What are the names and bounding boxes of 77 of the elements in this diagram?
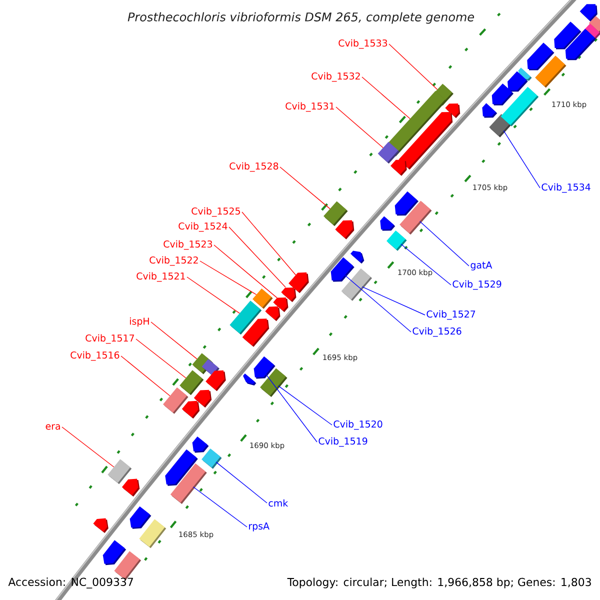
leader-line xyxy=(62,426,114,468)
leader-line xyxy=(192,486,248,528)
gene-label: cmk xyxy=(268,499,288,507)
gene-feature xyxy=(482,103,498,118)
leader-line xyxy=(280,166,330,210)
gene-label: Cvib_1525 xyxy=(192,207,240,217)
gene-feature xyxy=(508,71,528,92)
gene-feature xyxy=(102,540,126,566)
gene-feature xyxy=(492,84,514,106)
leader-line xyxy=(388,44,438,90)
gene-feature xyxy=(380,216,396,231)
gene-label: era xyxy=(46,424,60,430)
gene-label: Cvib_1517 xyxy=(86,334,134,344)
leader-line xyxy=(214,244,278,298)
gene-label: Cvib_1520 xyxy=(334,420,382,430)
leader-line xyxy=(242,212,296,276)
gene-feature xyxy=(565,28,596,60)
gene-feature xyxy=(378,142,400,164)
gene-feature xyxy=(390,160,407,176)
leader-line xyxy=(200,260,257,295)
gene-label: Cvib_1531 xyxy=(286,102,334,112)
gene-feature xyxy=(398,112,453,170)
gene-feature xyxy=(335,220,354,240)
gene-feature xyxy=(202,448,222,469)
leader-line xyxy=(362,286,426,316)
gene-label: Cvib_1526 xyxy=(412,327,462,337)
gene-feature xyxy=(254,356,276,379)
gene-feature xyxy=(535,56,566,88)
leader-line xyxy=(136,338,186,378)
gene-feature xyxy=(130,506,152,529)
gene-feature xyxy=(265,306,280,322)
gene-label: ispH xyxy=(130,317,149,327)
footer-text: Topology: circular; Length: 1,966,858 bp; Genes: 1,803 xyxy=(287,578,591,588)
leader-line xyxy=(400,244,452,286)
gene-label: Cvib_1521 xyxy=(136,272,185,282)
gene-feature xyxy=(386,230,407,251)
leader-line xyxy=(336,106,384,148)
gene-feature xyxy=(242,318,270,347)
gene-feature xyxy=(192,436,209,453)
gene-feature xyxy=(580,4,598,22)
leader-line xyxy=(266,374,318,442)
gene-feature xyxy=(394,191,418,216)
gene-label: Cvib_1516 xyxy=(70,351,120,361)
gene-feature xyxy=(122,478,140,497)
gene-label: Cvib_1529 xyxy=(452,280,502,290)
leader-line xyxy=(120,356,170,396)
gene-feature xyxy=(182,400,200,419)
leader-line xyxy=(216,462,268,504)
gene-feature xyxy=(108,459,132,484)
gene-label: Cvib_1534 xyxy=(542,183,590,193)
leader-line xyxy=(419,221,470,266)
gene-label: Cvib_1523 xyxy=(164,240,212,250)
gene-feature xyxy=(243,374,256,386)
leader-line xyxy=(150,322,198,360)
gene-feature xyxy=(93,518,108,534)
gene-label: Cvib_1532 xyxy=(312,72,360,82)
leader-line xyxy=(228,226,286,288)
gene-label: Cvib_1524 xyxy=(178,222,228,232)
gene-label: rpsA xyxy=(249,522,270,532)
leader-line xyxy=(278,385,332,426)
gene-feature xyxy=(139,519,166,548)
gene-label: Cvib_1519 xyxy=(318,437,368,447)
gene-feature xyxy=(350,250,364,264)
leader-line xyxy=(186,276,240,314)
gene-label: Cvib_1522 xyxy=(150,256,198,266)
gene-label: gatA xyxy=(470,262,492,270)
gene-label: Cvib_1527 xyxy=(426,310,476,320)
leader-line xyxy=(503,130,540,188)
leader-line xyxy=(362,76,410,120)
title: Prosthecochloris vibrioformis DSM 265, complete genome xyxy=(128,12,474,24)
gene-label: Cvib_1528 xyxy=(230,162,278,172)
footer-text: Accession: NC_009337 xyxy=(8,578,133,588)
gene-feature xyxy=(330,257,354,282)
gene-label: Cvib_1533 xyxy=(338,39,388,49)
leader-line xyxy=(344,274,412,332)
gene-feature xyxy=(165,449,198,486)
gene-feature xyxy=(206,370,226,392)
